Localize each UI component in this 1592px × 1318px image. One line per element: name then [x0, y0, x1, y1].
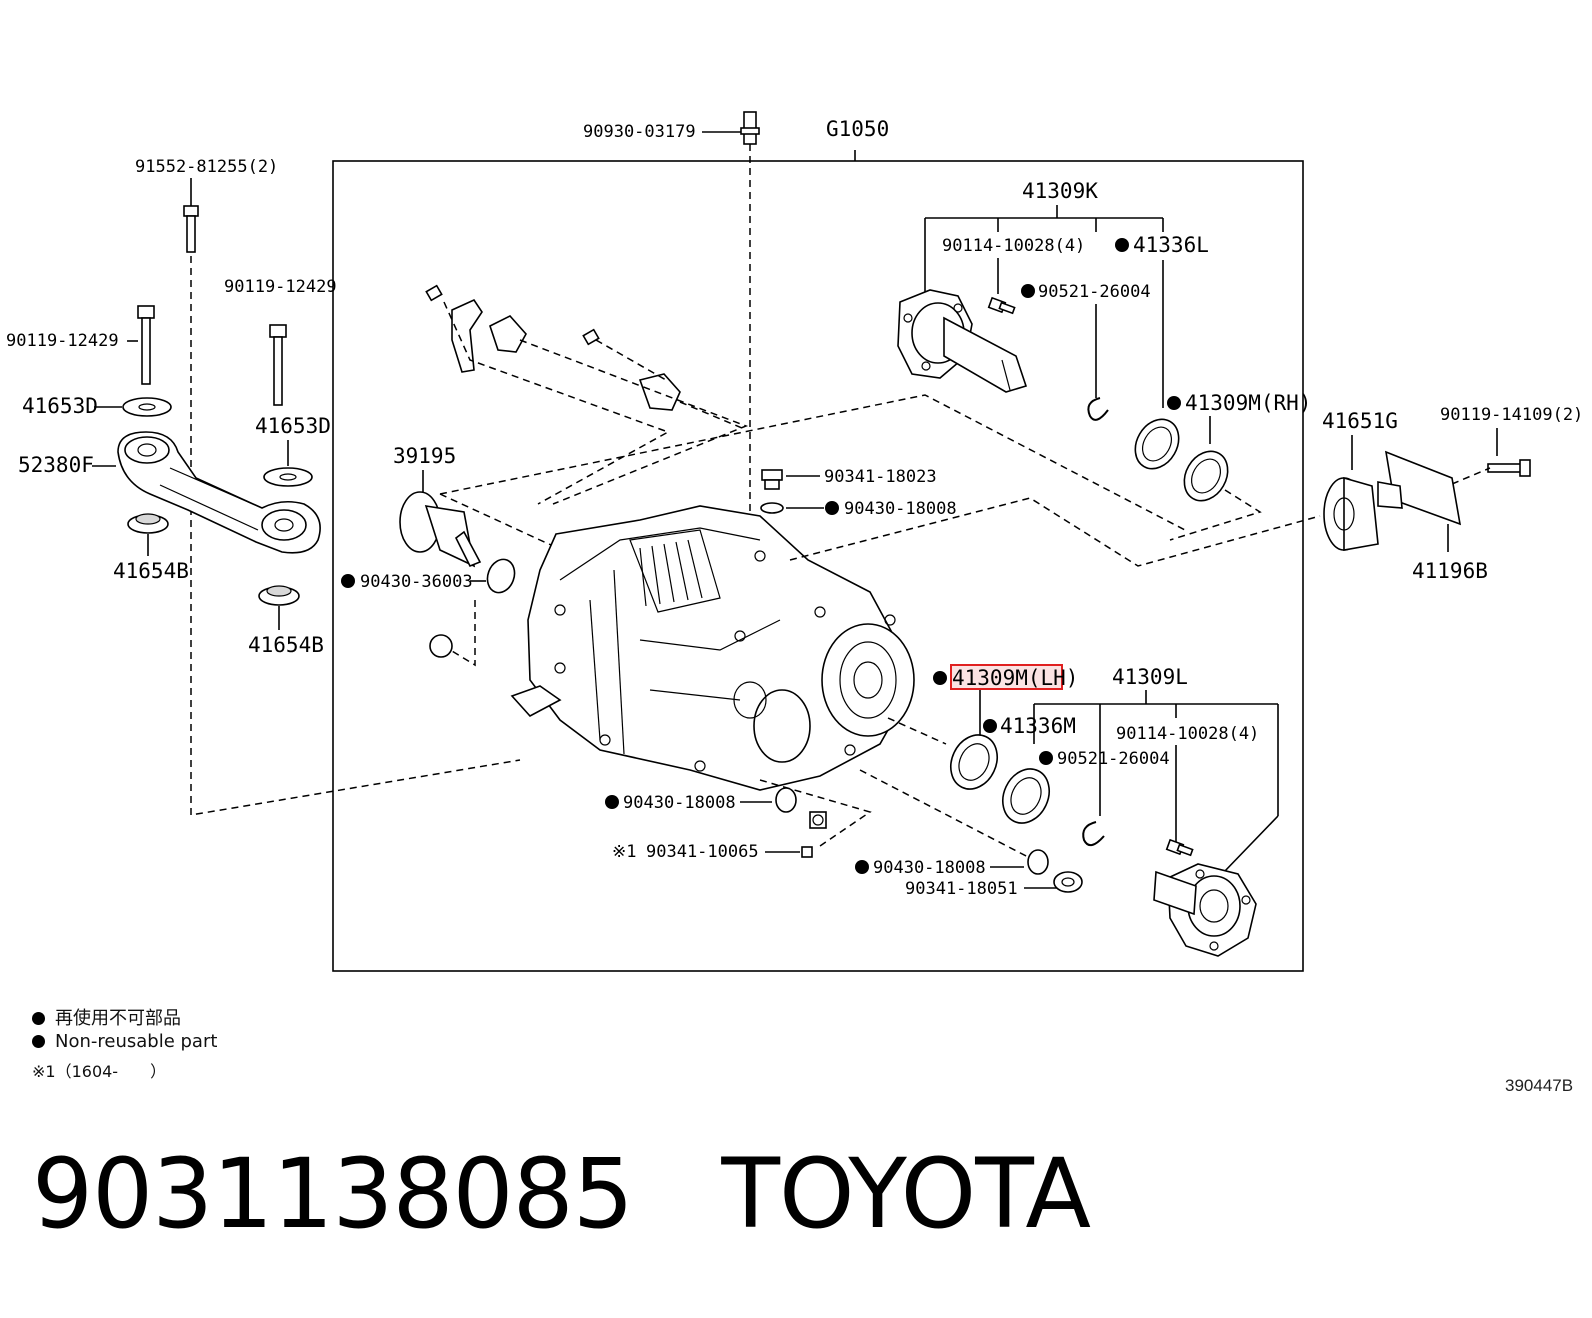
bolt-icon	[1487, 459, 1531, 477]
oring-icon	[486, 558, 516, 594]
part-39195-label[interactable]: 39195	[393, 444, 456, 468]
transfer-case-housing	[510, 505, 915, 791]
legend-note-text: ※1（1604- ）	[32, 1062, 167, 1081]
support-52380f-label[interactable]: 52380F	[18, 453, 94, 477]
bolt-icon	[137, 305, 155, 385]
washer-icon	[122, 397, 172, 417]
seal-41336m-label[interactable]: 41336M	[1000, 714, 1076, 738]
oil-seal-icon	[1183, 450, 1229, 502]
stopper-icon	[127, 513, 169, 534]
plug-icon	[429, 634, 453, 658]
caption-part-number: 9031138085	[32, 1138, 634, 1250]
drain-plug-icon	[761, 469, 783, 490]
oil-seal-icon	[1002, 768, 1050, 824]
bolt-icon	[1165, 838, 1194, 857]
gasket-icon	[775, 787, 797, 813]
bolt-90119-14109-label[interactable]: 90119-14109(2)	[1440, 405, 1583, 425]
stopper-41654b-right-label[interactable]: 41654B	[248, 633, 324, 657]
snapring-90521-top-label[interactable]: 90521-26004	[1038, 282, 1151, 302]
gasket-90430-18008-mid-label[interactable]: 90430-18008	[623, 793, 736, 813]
flange-shaft-lh	[1153, 863, 1257, 957]
illustration-id: 390447B	[1505, 1076, 1574, 1095]
legend-note: ※1（1604- ）	[32, 1058, 166, 1082]
caption-brand: TOYOTA	[721, 1138, 1091, 1250]
bolt-90114-top-label[interactable]: 90114-10028(4)	[942, 236, 1085, 256]
bracket-41196b	[1377, 450, 1462, 526]
gasket-90430-18008-top-label[interactable]: 90430-18008	[844, 499, 957, 519]
bullet-icon	[32, 1035, 45, 1048]
stopper-41654b-left-label[interactable]: 41654B	[113, 559, 189, 583]
part-41651g-label[interactable]: 41651G	[1322, 409, 1398, 433]
bolt-icon	[269, 324, 287, 406]
gasket-icon	[1027, 849, 1049, 875]
bolt-90114-bottom-label[interactable]: 90114-10028(4)	[1116, 724, 1259, 744]
group-label: G1050	[826, 117, 889, 141]
bolt-top-left-label[interactable]: 91552-81255(2)	[135, 157, 278, 177]
gasket-90430-18008-low-label[interactable]: 90430-18008	[873, 858, 986, 878]
oil-seal-icon	[1134, 418, 1180, 470]
plug-90341-18051-label[interactable]: 90341-18051	[905, 879, 1018, 899]
bullet-icon	[32, 1012, 45, 1025]
plug-90341-10065-label[interactable]: 90341-10065	[646, 842, 759, 862]
plug-90341-10065-mark[interactable]: ※1	[612, 842, 636, 862]
snap-ring-icon	[1082, 821, 1105, 847]
oring-90430-36003-label[interactable]: 90430-36003	[360, 572, 473, 592]
legend-en-text: Non-reusable part	[55, 1031, 218, 1052]
cushion-41651g	[1323, 476, 1379, 551]
oil-seal-icon	[950, 734, 998, 790]
snapring-90521-bottom-label[interactable]: 90521-26004	[1057, 749, 1170, 769]
bracket-41196b-label[interactable]: 41196B	[1412, 559, 1488, 583]
plug-icon	[801, 846, 813, 858]
bolt-a-label[interactable]: 90119-12429	[6, 331, 119, 351]
group-frame	[332, 160, 1304, 972]
shaft-39195	[399, 491, 482, 568]
caption: 9031138085 TOYOTA	[32, 1138, 1091, 1250]
washer-icon	[263, 467, 313, 487]
legend-jp-text: 再使用不可部品	[55, 1008, 181, 1029]
mount-support-bracket	[117, 431, 321, 554]
gasket-icon	[760, 502, 784, 514]
bolt-icon	[183, 205, 199, 253]
sensor-bracket	[425, 284, 681, 411]
plug-icon	[1053, 871, 1083, 893]
flange-shaft-rh	[897, 289, 1028, 393]
stopper-icon	[258, 585, 300, 606]
breather-plug	[740, 111, 760, 145]
legend-jp: 再使用不可部品	[32, 1004, 181, 1030]
snap-ring-icon	[1087, 397, 1109, 421]
plug-icon	[809, 811, 827, 829]
assy-41309l-label[interactable]: 41309L	[1112, 665, 1188, 689]
assy-41309k-label[interactable]: 41309K	[1022, 179, 1098, 203]
cushion-41653d-right-label[interactable]: 41653D	[255, 414, 331, 438]
seal-41309m-rh-label[interactable]: 41309M(RH)	[1185, 391, 1311, 415]
cushion-41653d-left-label[interactable]: 41653D	[22, 394, 98, 418]
seal-41309m-lh-label[interactable]: 41309M(LH)	[952, 666, 1078, 690]
bolt-b-label[interactable]: 90119-12429	[224, 277, 337, 297]
plug-90341-18023-label[interactable]: 90341-18023	[824, 467, 937, 487]
bolt-icon	[987, 296, 1016, 315]
highlight-box	[950, 664, 1063, 690]
breather-label[interactable]: 90930-03179	[583, 122, 696, 142]
legend-en: Non-reusable part	[32, 1031, 217, 1052]
seal-41336l-label[interactable]: 41336L	[1133, 233, 1209, 257]
